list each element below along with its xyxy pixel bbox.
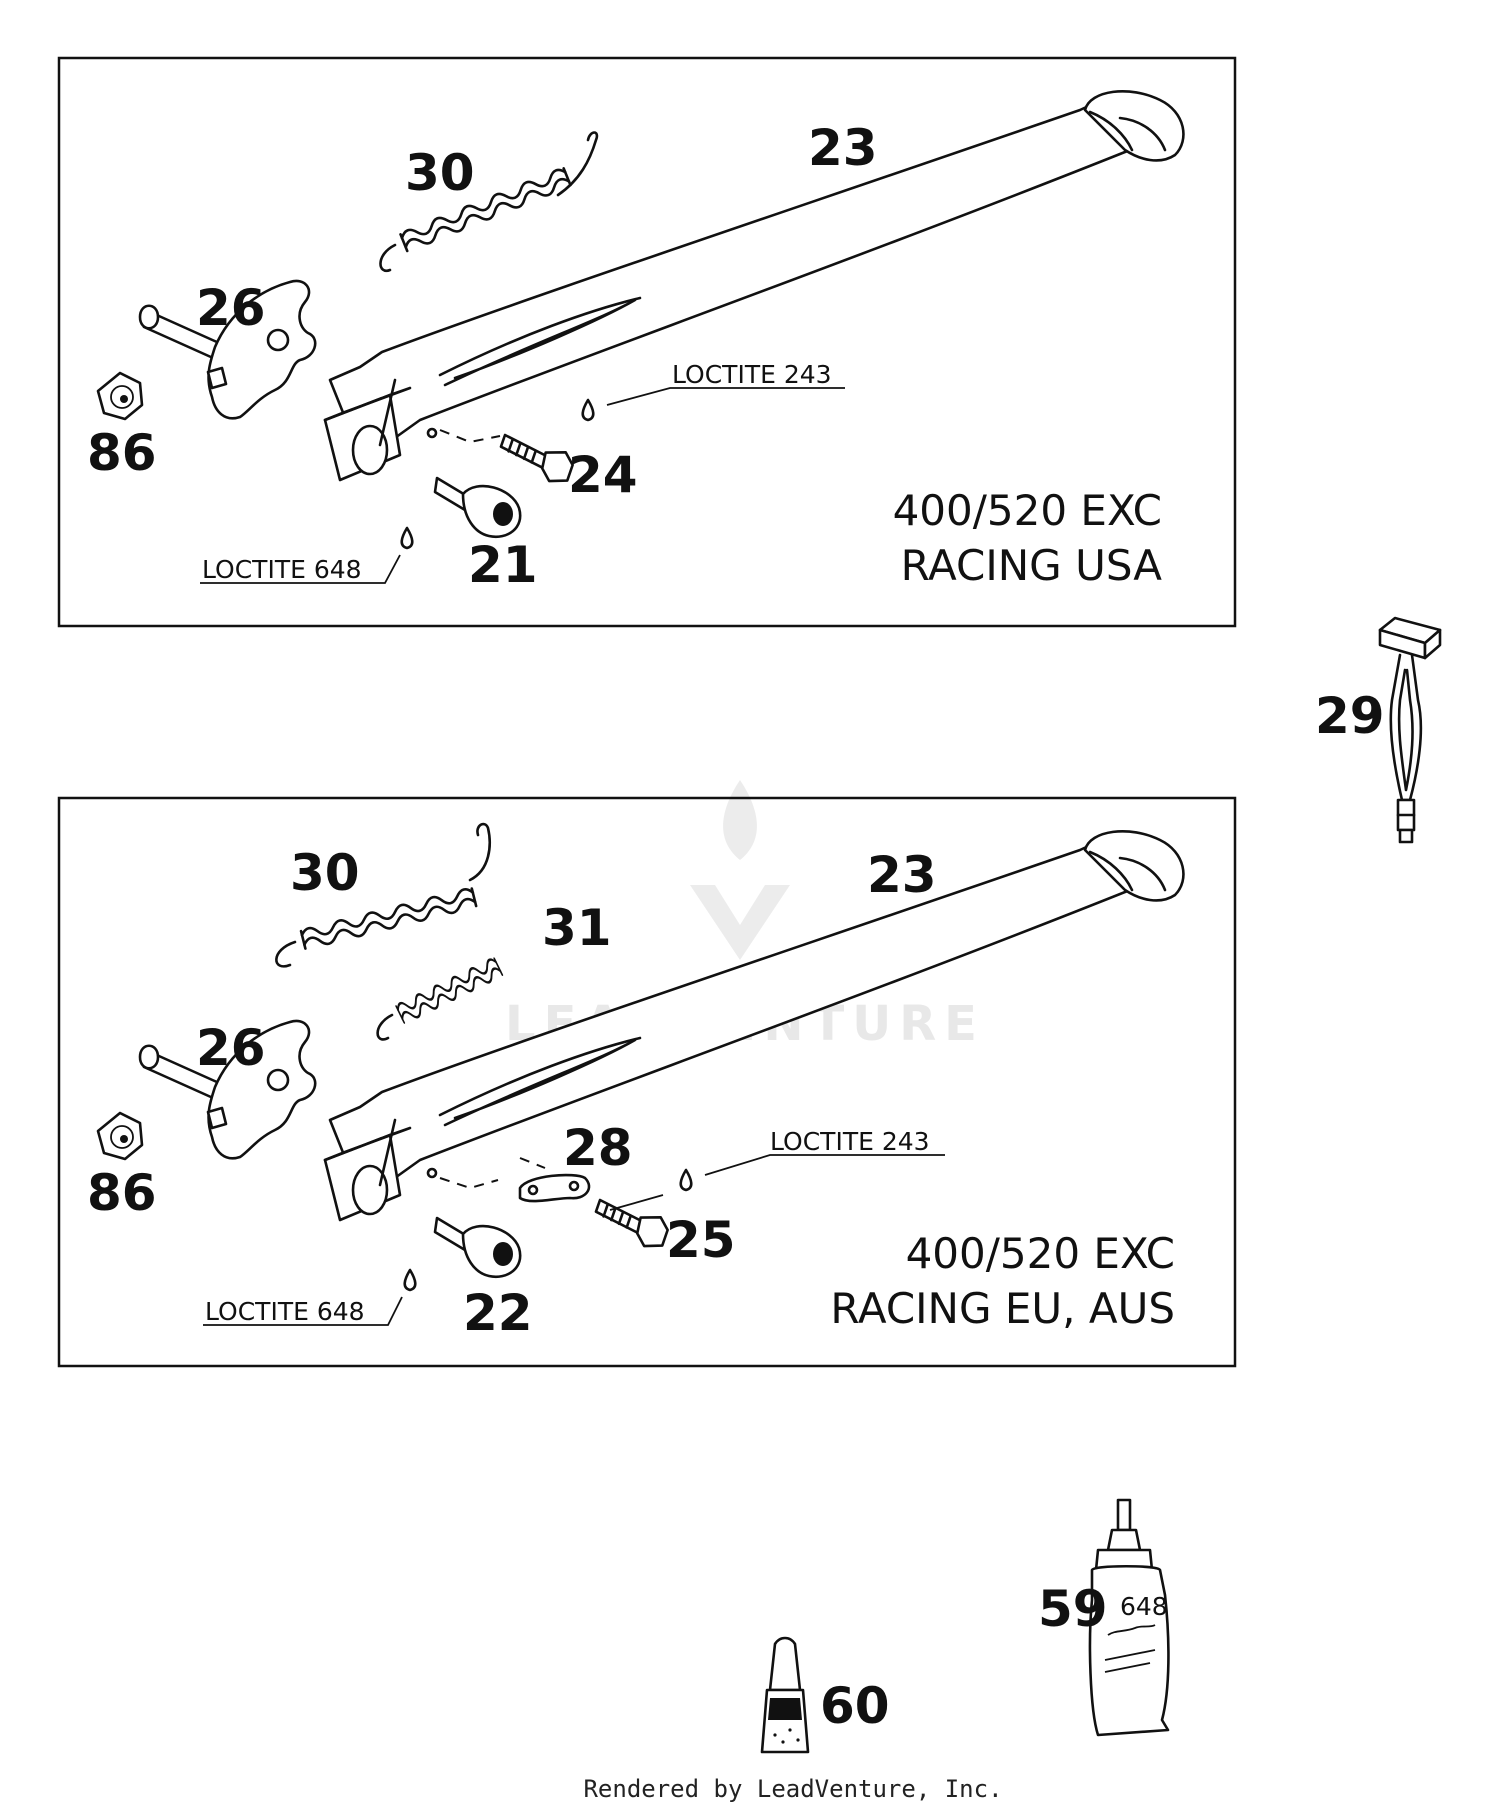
bolt-24 (497, 433, 577, 485)
panel-eu-aus: 30 31 23 26 86 28 25 22 LOCTITE 243 LOCT… (57, 796, 1237, 1368)
loctite-648-label: LOCTITE 648 (202, 555, 362, 584)
tool-29: 29 (1315, 616, 1442, 844)
leader-loctite-243 (606, 387, 845, 406)
panel-eu-frame (57, 796, 1237, 1368)
stop-22 (433, 1216, 522, 1279)
spring-hook-right (468, 822, 491, 882)
assembly-line-2 (519, 1157, 546, 1169)
label-21: 21 (468, 536, 538, 594)
assembly-line (439, 429, 501, 444)
label-30: 30 (405, 144, 475, 202)
kickstand-leg (323, 829, 1185, 1222)
tube-60: 60 (760, 1636, 890, 1754)
model-line-2: RACING USA (901, 541, 1163, 590)
label-22: 22 (463, 1284, 533, 1342)
label-26: 26 (196, 1019, 266, 1077)
model-line-1: 400/520 EXC (893, 486, 1162, 535)
model-line-1: 400/520 EXC (906, 1229, 1175, 1278)
label-86: 86 (87, 424, 157, 482)
spring-hook-left-31 (376, 1013, 394, 1041)
leader-loctite-648 (200, 554, 401, 584)
loctite-243-label: LOCTITE 243 (672, 360, 832, 389)
spring-hook-left (379, 243, 397, 273)
panel-usa-frame (57, 56, 1237, 628)
label-26: 26 (196, 279, 266, 337)
spring-hook-right (556, 131, 599, 197)
label-31: 31 (542, 899, 612, 957)
loctite-648-label: LOCTITE 648 (205, 1297, 365, 1326)
label-29: 29 (1315, 687, 1385, 745)
spring-31 (394, 956, 504, 1025)
label-30: 30 (290, 844, 360, 902)
assembly-line (439, 1177, 499, 1190)
loctite-243-label: LOCTITE 243 (770, 1127, 930, 1156)
nut-86 (96, 1111, 144, 1161)
panel-usa: 30 23 26 86 24 21 LOCTITE 243 LOCTITE 64… (57, 56, 1237, 628)
model-line-2: RACING EU, AUS (830, 1284, 1175, 1333)
label-59: 59 (1038, 1580, 1108, 1638)
footer-credit: Rendered by LeadVenture, Inc. (583, 1775, 1002, 1803)
label-24: 24 (568, 446, 638, 504)
bottle-label-text: 648 (1120, 1592, 1168, 1621)
leader-loctite-243 (704, 1154, 945, 1176)
label-60: 60 (820, 1677, 890, 1735)
label-28: 28 (563, 1119, 633, 1177)
nut-86 (96, 371, 144, 421)
leader-bolt (609, 1194, 664, 1211)
leader-loctite-648 (203, 1296, 403, 1326)
spring-hook-left (275, 940, 297, 968)
label-86: 86 (87, 1164, 157, 1222)
label-23: 23 (808, 119, 878, 177)
bolt-25 (592, 1198, 672, 1250)
bottle-59: 648 59 (1038, 1498, 1170, 1737)
label-25: 25 (666, 1211, 736, 1269)
label-23: 23 (867, 846, 937, 904)
stop-21 (433, 476, 522, 539)
